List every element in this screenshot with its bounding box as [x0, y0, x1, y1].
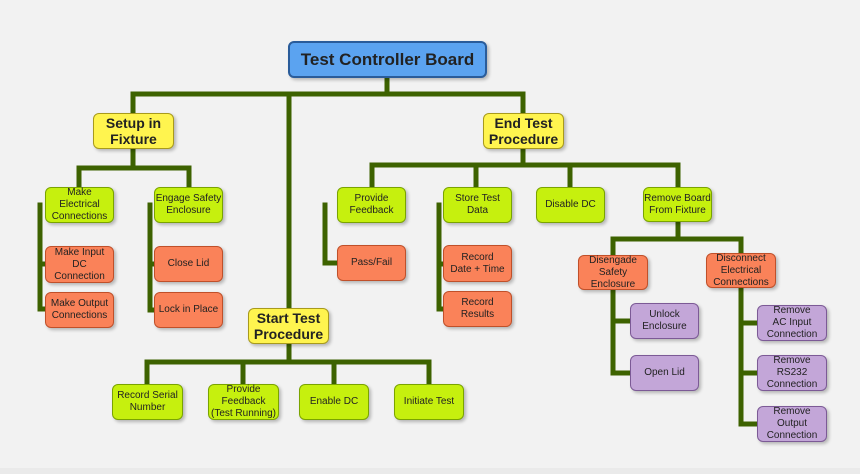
disengage-safety-enclosure-node: Disengade Safety Enclosure [578, 255, 648, 290]
remove-rs232-connection-node: Remove RS232 Connection [757, 355, 827, 391]
setup-in-fixture-node: Setup in Fixture [93, 113, 174, 149]
unlock-enclosure-node: Unlock Enclosure [630, 303, 699, 339]
record-serial-number-node: Record Serial Number [112, 384, 183, 420]
pass-fail-node: Pass/Fail [337, 245, 406, 281]
initiate-test-node: Initiate Test [394, 384, 464, 420]
disable-dc-node: Disable DC [536, 187, 605, 223]
record-results-node: Record Results [443, 291, 512, 327]
disconnect-electrical-connections-node: Disconnect Electrical Connections [706, 253, 776, 288]
remove-ac-input-connection-node: Remove AC Input Connection [757, 305, 827, 341]
provide-feedback-node: Provide Feedback [337, 187, 406, 223]
root-node: Test Controller Board [288, 41, 487, 78]
open-lid-node: Open Lid [630, 355, 699, 391]
provide-feedback-test-running-node: Provide Feedback (Test Running) [208, 384, 279, 420]
end-test-procedure-node: End Test Procedure [483, 113, 564, 149]
remove-board-from-fixture-node: Remove Board From Fixture [643, 187, 712, 222]
store-test-data-node: Store Test Data [443, 187, 512, 223]
make-input-dc-connection-node: Make Input DC Connection [45, 246, 114, 283]
bottom-strip [0, 468, 860, 474]
make-electrical-connections-node: Make Electrical Connections [45, 187, 114, 223]
lock-in-place-node: Lock in Place [154, 292, 223, 328]
make-output-connections-node: Make Output Connections [45, 292, 114, 328]
engage-safety-enclosure-node: Engage Safety Enclosure [154, 187, 223, 223]
start-test-procedure-node: Start Test Procedure [248, 308, 329, 344]
record-date-time-node: Record Date + Time [443, 245, 512, 282]
enable-dc-node: Enable DC [299, 384, 369, 420]
close-lid-node: Close Lid [154, 246, 223, 282]
remove-output-connection-node: Remove Output Connection [757, 406, 827, 442]
